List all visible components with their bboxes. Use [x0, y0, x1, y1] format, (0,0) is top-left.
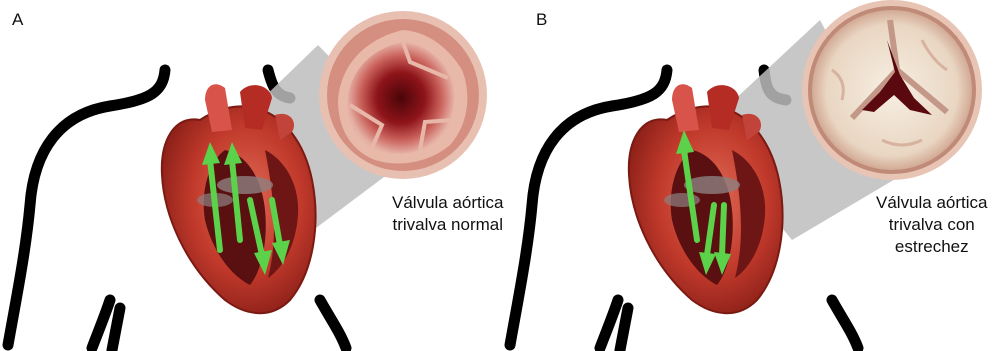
caption-a-line-2: trivalva normal	[392, 214, 504, 236]
caption-b-line-2: trivalva con	[876, 214, 988, 236]
panel-letter-b: B	[536, 10, 547, 30]
aortic-valve-normal-icon	[319, 11, 487, 179]
panel-letter-a: A	[12, 10, 23, 30]
panel-b-illustration	[502, 0, 1005, 351]
panel-b: B Válvula aórtica trivalva con estrechez	[502, 0, 1004, 351]
caption-a: Válvula aórtica trivalva normal	[392, 192, 504, 236]
caption-b-line-3: estrechez	[876, 236, 988, 258]
aortic-valve-stenotic-icon	[802, 0, 982, 180]
panel-a: A Válvula aórtica trivalva normal	[0, 0, 502, 351]
caption-b-line-1: Válvula aórtica	[876, 192, 988, 214]
panel-a-illustration	[0, 0, 502, 351]
caption-a-line-1: Válvula aórtica	[392, 192, 504, 214]
caption-b: Válvula aórtica trivalva con estrechez	[876, 192, 988, 258]
